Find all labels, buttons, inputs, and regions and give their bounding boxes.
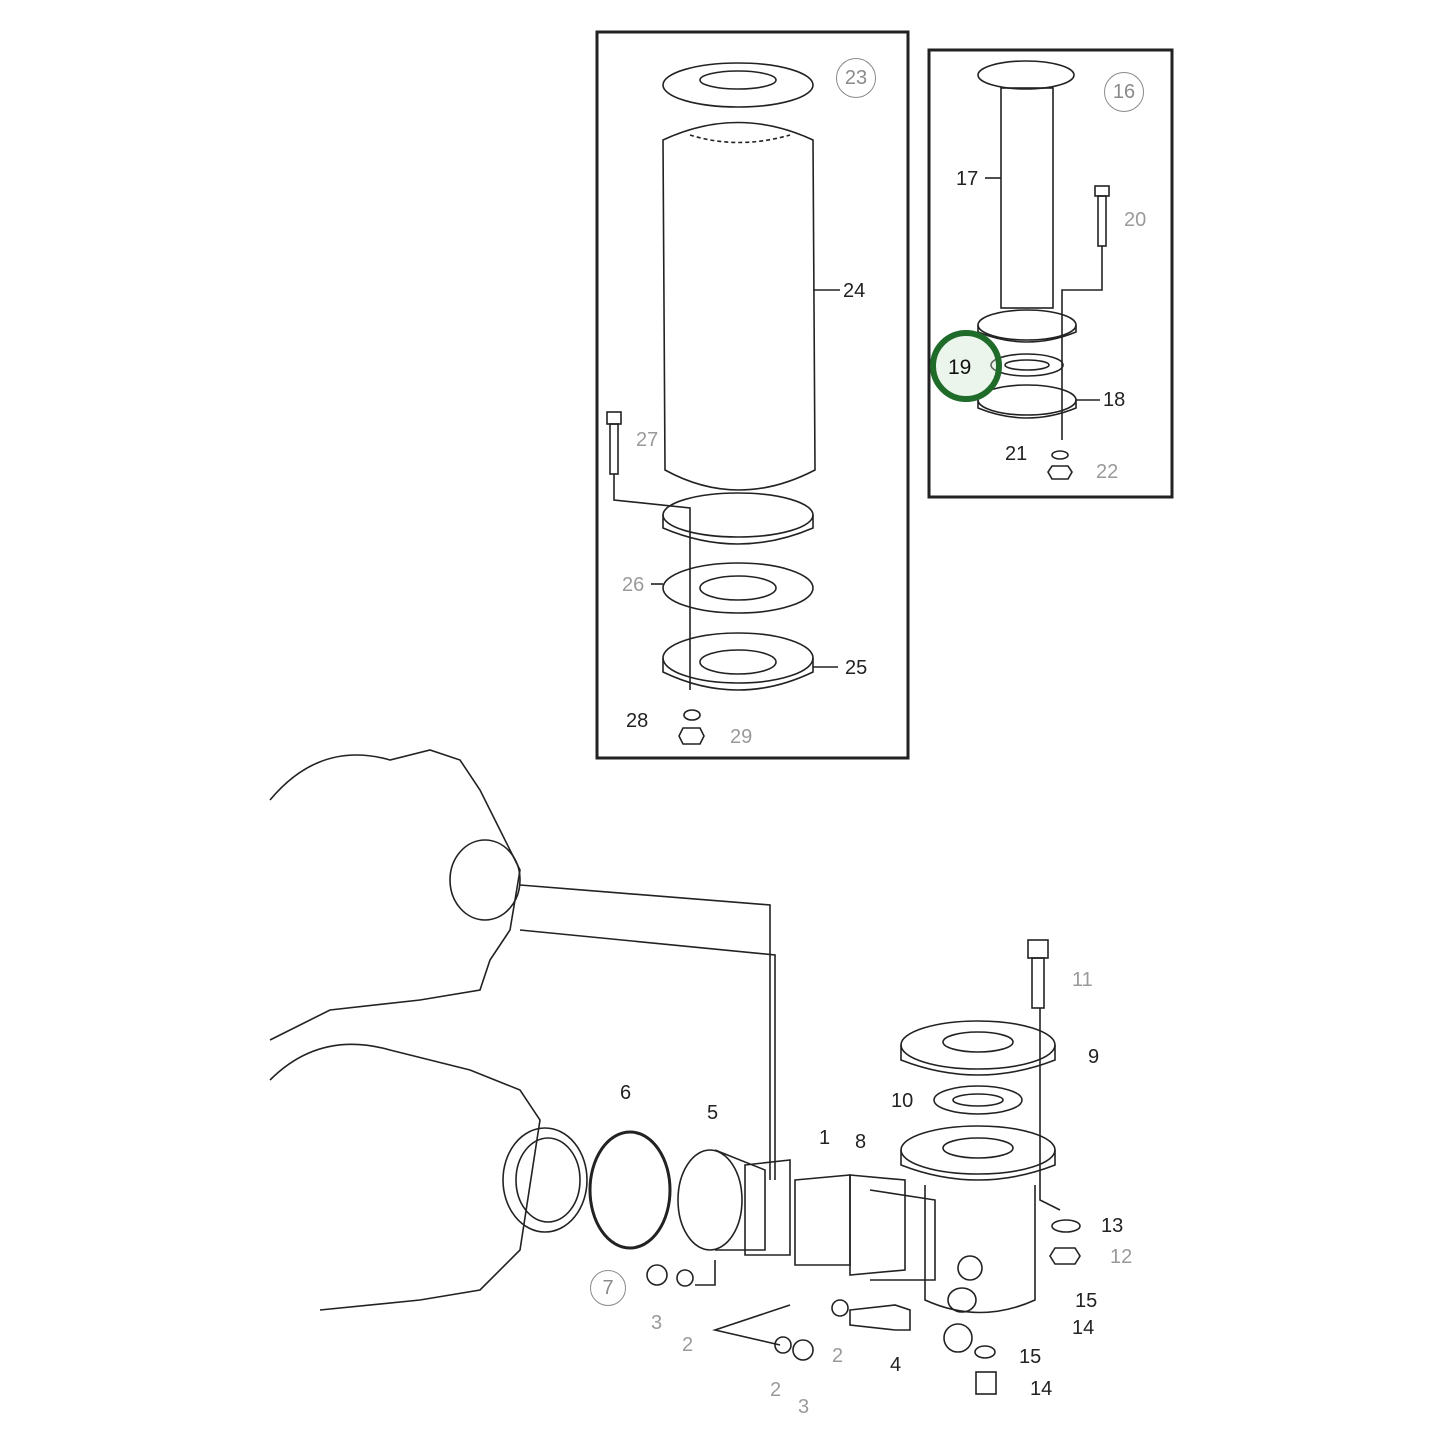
flange-25	[662, 632, 814, 684]
panel-16-frame	[927, 48, 1174, 499]
callout-25: 25	[845, 657, 868, 679]
highlight-ring-19[interactable]: 19	[930, 330, 1002, 402]
callout-17: 17	[956, 168, 979, 190]
callout-5: 5	[707, 1102, 719, 1124]
callout-27: 27	[636, 429, 659, 451]
callout-6: 6	[620, 1082, 632, 1104]
callout-28: 28	[626, 710, 649, 732]
engine-housing-lower	[269, 1043, 541, 1311]
callout-29: 29	[730, 726, 753, 748]
gasket-26	[662, 562, 814, 614]
bolt-4	[849, 1304, 911, 1331]
callout-24: 24	[843, 280, 866, 302]
bolt-11	[1027, 939, 1049, 959]
group-label-16: 16	[1104, 72, 1144, 112]
sleeve-17	[1000, 87, 1054, 309]
callout-15b: 15	[1019, 1346, 1042, 1368]
callout-2c: 2	[770, 1379, 782, 1401]
bellows-5	[677, 1149, 743, 1251]
callout-8: 8	[855, 1131, 867, 1153]
callout-3a: 3	[651, 1312, 663, 1334]
callout-3b: 3	[798, 1396, 810, 1418]
callout-22: 22	[1096, 461, 1119, 483]
callout-19: 19	[948, 356, 972, 379]
callout-12: 12	[1110, 1246, 1133, 1268]
callout-26: 26	[622, 574, 645, 596]
callout-2a: 2	[682, 1334, 694, 1356]
callout-11: 11	[1072, 969, 1093, 991]
housing-top-flange	[900, 1125, 1056, 1175]
housing-body	[924, 1185, 1036, 1314]
callout-13: 13	[1101, 1215, 1124, 1237]
gasket-10	[933, 1085, 1023, 1115]
callout-1: 1	[819, 1127, 831, 1149]
callout-18: 18	[1103, 389, 1126, 411]
clamp-6	[588, 1130, 672, 1250]
flange-9	[900, 1020, 1056, 1070]
flange-plate	[744, 1159, 791, 1256]
callout-21: 21	[1005, 443, 1028, 465]
callout-9: 9	[1088, 1046, 1100, 1068]
callout-4: 4	[890, 1354, 902, 1376]
flange-8	[849, 1174, 906, 1276]
top-flange	[662, 62, 814, 108]
callout-14a: 14	[1072, 1317, 1095, 1339]
callout-20: 20	[1124, 209, 1147, 231]
group-label-23: 23	[836, 58, 876, 98]
bolt-20	[1094, 185, 1110, 197]
gasket-1	[794, 1174, 851, 1266]
group-label-7: 7	[590, 1270, 626, 1306]
panel-23-frame	[595, 30, 910, 760]
cylinder-24	[662, 121, 816, 491]
callout-10: 10	[891, 1090, 914, 1112]
callout-15a: 15	[1075, 1290, 1098, 1312]
callout-2b: 2	[832, 1345, 844, 1367]
callout-14b: 14	[1030, 1378, 1053, 1400]
flange-lower	[662, 492, 814, 538]
engine-housing-upper	[269, 749, 521, 1041]
bolt-27	[606, 411, 622, 425]
